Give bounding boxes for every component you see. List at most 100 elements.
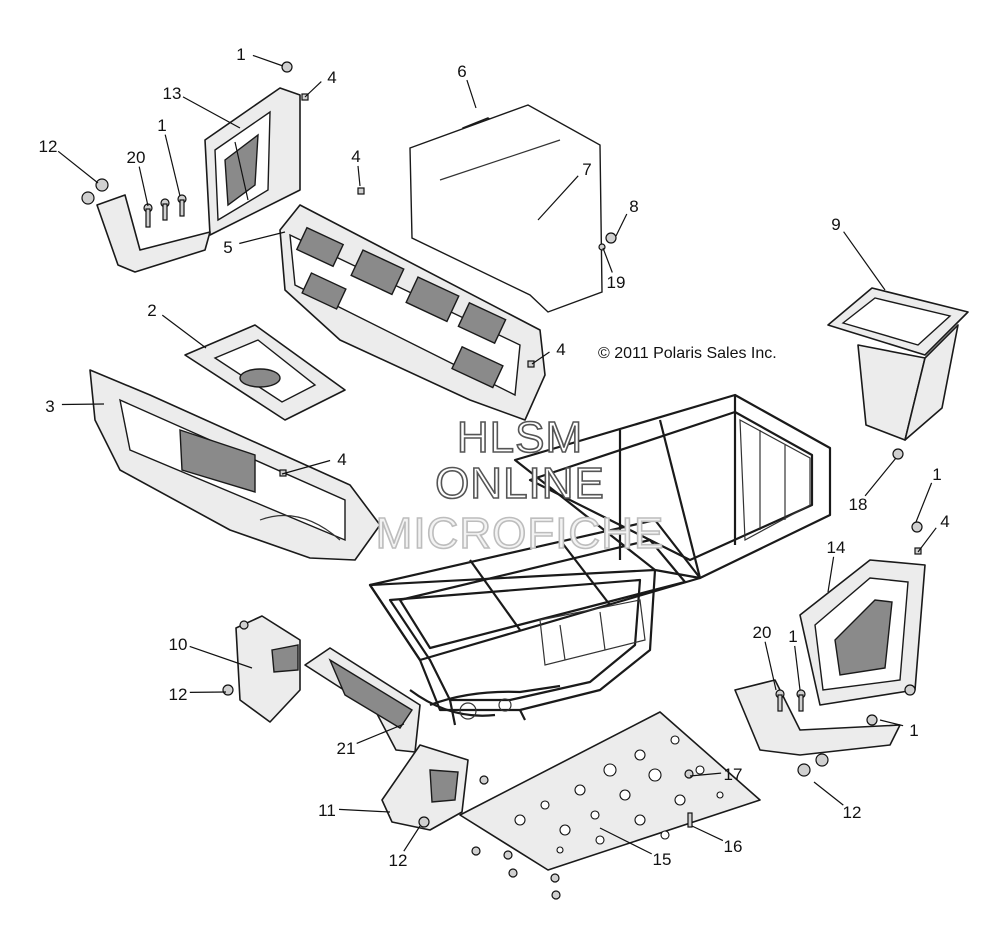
leader-line (602, 247, 613, 273)
callout-8: 8 (615, 197, 639, 237)
leader-line (813, 781, 844, 806)
callout-1: 1 (236, 45, 284, 67)
floor-cover (184, 324, 346, 421)
watermark-line-2: ONLINE (435, 459, 605, 508)
left-rear-side-panel (204, 87, 301, 236)
callout-number: 15 (653, 850, 672, 869)
dash-bulkhead-panel (279, 204, 546, 421)
leader-line (466, 79, 477, 109)
callout-9: 9 (831, 215, 886, 291)
leader-line (61, 403, 105, 406)
callout-18: 18 (849, 457, 897, 514)
callout-number: 16 (724, 837, 743, 856)
callout-number: 7 (582, 160, 591, 179)
callout-number: 6 (457, 62, 466, 81)
leader-line (281, 459, 331, 475)
callout-number: 1 (909, 721, 918, 740)
callout-5: 5 (223, 231, 286, 257)
watermark-line-1: HLSM (457, 413, 583, 462)
callout-number: 18 (849, 495, 868, 514)
callout-number: 19 (607, 273, 626, 292)
callout-number: 1 (157, 116, 166, 135)
callout-12: 12 (813, 781, 862, 822)
callout-12: 12 (39, 137, 99, 184)
callout-number: 4 (327, 68, 336, 87)
leader-line (357, 165, 361, 187)
leader-line (189, 645, 253, 669)
callout-16: 16 (691, 825, 743, 856)
vehicle-frame (368, 393, 832, 726)
leader-line (599, 827, 652, 855)
leader-line (691, 825, 724, 842)
leader-line (403, 825, 421, 852)
callout-number: 12 (39, 137, 58, 156)
callout-number: 4 (940, 512, 949, 531)
callout-4: 4 (917, 512, 950, 553)
callout-1: 1 (879, 719, 919, 740)
callout-number: 20 (753, 623, 772, 642)
callout-number: 21 (337, 739, 356, 758)
callout-1: 1 (915, 465, 942, 523)
leader-line (794, 645, 801, 691)
callout-number: 1 (932, 465, 941, 484)
callout-19: 19 (602, 247, 626, 292)
leader-line (138, 166, 149, 207)
callout-number: 1 (236, 45, 245, 64)
callout-6: 6 (457, 62, 477, 109)
callout-number: 13 (163, 84, 182, 103)
watermark-line-3: MICROFICHE (376, 509, 665, 558)
callout-number: 12 (389, 851, 408, 870)
leader-line (615, 213, 628, 237)
watermark: HLSM ONLINE MICROFICHE (375, 412, 665, 559)
callout-number: 11 (318, 801, 336, 820)
leader-line (537, 175, 579, 221)
leader-line (843, 231, 886, 291)
callout-13: 13 (163, 84, 241, 129)
callout-number: 4 (351, 147, 360, 166)
callout-20: 20 (753, 623, 777, 691)
callout-14: 14 (827, 538, 845, 593)
callout-4: 4 (531, 340, 566, 365)
callout-4: 4 (281, 450, 347, 475)
callout-number: 5 (223, 238, 232, 257)
callout-12: 12 (389, 825, 421, 870)
leader-line (917, 527, 937, 553)
callout-number: 8 (629, 197, 638, 216)
callout-number: 9 (831, 215, 840, 234)
callout-12: 12 (169, 685, 227, 704)
leader-line (338, 808, 391, 813)
leader-line (879, 719, 904, 727)
leader-line (161, 314, 207, 349)
callout-15: 15 (599, 827, 672, 869)
callout-number: 12 (169, 685, 188, 704)
callout-20: 20 (127, 148, 149, 207)
left-kick-panel (235, 615, 301, 723)
leader-line (864, 457, 897, 497)
callout-3: 3 (45, 397, 105, 416)
leader-line (689, 772, 722, 777)
callout-number: 4 (556, 340, 565, 359)
leader-line (304, 81, 322, 98)
leader-line (57, 150, 99, 184)
callout-11: 11 (318, 801, 391, 820)
air-duct (304, 647, 421, 753)
callout-21: 21 (337, 723, 405, 758)
leader-line (531, 351, 550, 365)
callout-4: 4 (351, 147, 361, 187)
copyright-text: © 2011 Polaris Sales Inc. (598, 345, 777, 362)
callout-number: 12 (843, 803, 862, 822)
callout-17: 17 (689, 765, 742, 784)
leader-line (182, 96, 241, 129)
callout-1: 1 (788, 627, 801, 691)
leader-line (164, 134, 181, 197)
callout-number: 1 (788, 627, 797, 646)
fasteners (81, 61, 923, 900)
storage-bin (827, 287, 969, 441)
callout-2: 2 (147, 301, 207, 349)
left-rear-fender-flare (96, 194, 211, 273)
leader-line (915, 482, 933, 523)
floor-tub (89, 369, 381, 561)
callout-10: 10 (169, 635, 253, 669)
